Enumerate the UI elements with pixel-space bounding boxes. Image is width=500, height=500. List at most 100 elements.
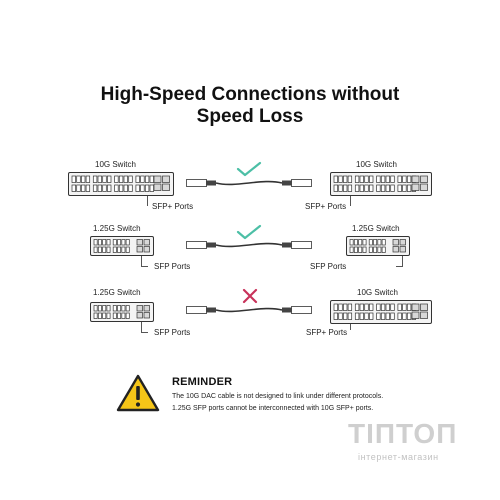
switch-port [369, 303, 374, 311]
switch-port [349, 246, 354, 253]
switch-port [354, 312, 360, 320]
switch-port [402, 175, 407, 183]
switch-port [106, 312, 111, 319]
switch-port [144, 184, 150, 192]
switch-port [385, 312, 390, 320]
switch-port [97, 184, 102, 192]
switch-port [128, 184, 133, 192]
switch-port [81, 184, 86, 192]
switch-port [135, 184, 140, 192]
switch-port [380, 312, 386, 320]
sfp-slot [392, 239, 399, 246]
switch-port [333, 175, 338, 183]
switch-port [402, 184, 407, 192]
right-switch-1-25g [346, 236, 410, 256]
switch-port [364, 312, 369, 320]
switch-port [390, 312, 395, 320]
sfp-slot [411, 303, 420, 311]
switch-port [364, 303, 369, 311]
switch-port [92, 184, 98, 192]
switch-port [359, 175, 364, 183]
switch-port [381, 246, 386, 253]
switch-port [343, 303, 348, 311]
switch-port [125, 312, 130, 319]
switch-port [76, 175, 81, 183]
switch-port [140, 175, 145, 183]
switch-port [118, 175, 124, 183]
sfp-slot [143, 312, 150, 319]
switch-port [354, 184, 360, 192]
title-line-2: Speed Loss [196, 106, 304, 127]
sfp-slot [399, 246, 406, 253]
left-ports-label: SFP+ Ports [152, 202, 194, 211]
switch-port [354, 175, 360, 183]
right-switch-label: 10G Switch [357, 288, 398, 297]
switch-port [93, 246, 98, 253]
switch-port [358, 246, 363, 253]
switch-port [380, 303, 386, 311]
right-switch-10g [330, 172, 432, 196]
sfp-slot [136, 246, 143, 253]
switch-port [358, 239, 363, 246]
switch-port [406, 312, 412, 320]
switch-port [359, 312, 364, 320]
switch-port [118, 184, 124, 192]
switch-port [397, 175, 402, 183]
switch-port [359, 184, 364, 192]
sfp-slot [143, 305, 150, 312]
sfp-slot [392, 246, 399, 253]
sfp-slot [420, 183, 428, 191]
switch-port [107, 175, 112, 183]
switch-port [376, 312, 381, 320]
sfp-slot [411, 183, 420, 191]
reminder-title: REMINDER [172, 376, 233, 388]
sfp-slot [420, 303, 428, 311]
sfp-slot [420, 311, 428, 319]
switch-port [92, 175, 98, 183]
switch-port [128, 175, 133, 183]
switch-port [385, 184, 390, 192]
switch-port [117, 246, 122, 253]
switch-port [97, 175, 102, 183]
sfp-slot [162, 175, 170, 183]
switch-port [338, 303, 343, 311]
switch-port [93, 305, 98, 312]
left-ports-label: SFP Ports [154, 328, 191, 337]
switch-port [397, 312, 402, 320]
switch-port [125, 246, 130, 253]
port-pointer [350, 324, 351, 330]
switch-port [347, 303, 353, 311]
switch-port [123, 175, 128, 183]
switch-port [121, 246, 126, 253]
switch-port [390, 175, 395, 183]
title-line-1: High-Speed Connections without [100, 84, 400, 105]
sfp-slot [153, 175, 162, 183]
port-pointer [141, 256, 148, 267]
switch-port [149, 175, 154, 183]
sfp-slot [136, 239, 143, 246]
switch-port [397, 303, 402, 311]
switch-port [121, 312, 126, 319]
sfp-slot [143, 239, 150, 246]
switch-port [338, 175, 343, 183]
dac-cable [186, 306, 312, 314]
sfp-slot [143, 246, 150, 253]
left-ports-label: SFP Ports [154, 262, 191, 271]
switch-port [106, 246, 111, 253]
right-ports-label: SFP Ports [310, 262, 347, 271]
switch-port [376, 303, 381, 311]
switch-port [347, 184, 353, 192]
switch-port [381, 239, 386, 246]
switch-port [71, 184, 76, 192]
switch-port [117, 305, 122, 312]
sfp-slot [411, 311, 420, 319]
switch-port [373, 246, 378, 253]
switch-port [347, 175, 353, 183]
switch-port [402, 303, 407, 311]
switch-port [144, 175, 150, 183]
switch-port [102, 305, 107, 312]
switch-port [81, 175, 86, 183]
switch-port [97, 312, 102, 319]
switch-port [106, 305, 111, 312]
sfp-slot [399, 239, 406, 246]
